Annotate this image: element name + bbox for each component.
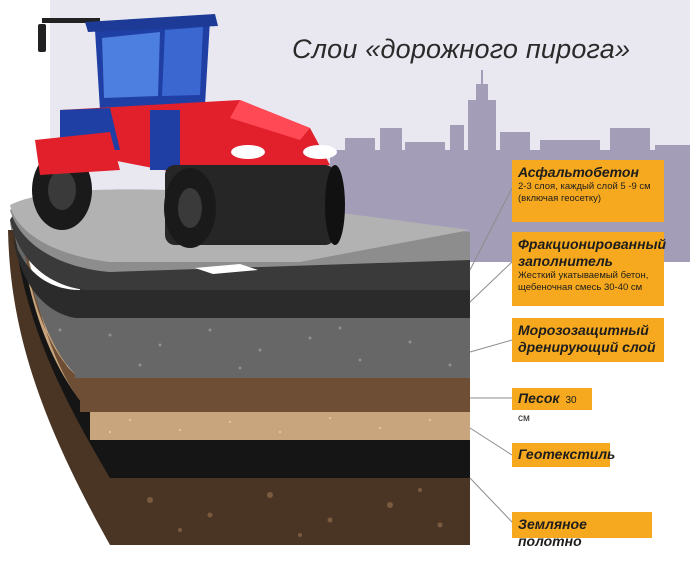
layer-label-geotextile: Геотекстиль [512,443,616,467]
leader-lines [469,187,513,523]
layer-label-subgrade: Земляное полотно [512,512,652,549]
layer-label-asphalt: Асфальтобетон 2-3 слоя, каждый слой 5 -9… [512,160,664,222]
layer-name: Земляное полотно [518,516,587,549]
layer-description: 30 см [518,395,577,424]
layer-label-drainage: Морозозащитный дренирующий слой [512,318,664,362]
layer-name: Геотекстиль [518,446,616,462]
layer-name: Морозозащитный дренирующий слой [518,322,656,355]
diagram-title: Слои «дорожного пирога» [292,34,631,64]
layer-label-aggregate: Фракционированный заполнитель Жесткий ук… [512,232,667,306]
soil-block [8,189,470,545]
layer-name: Фракционированный заполнитель [518,236,667,269]
layer-description: 2-3 слоя, каждый слой 5 -9 см (включая г… [518,181,651,204]
layer-name: Песок [518,390,560,406]
road-roller [32,14,345,248]
layer-name: Асфальтобетон [518,164,639,180]
layer-description: Жесткий укатываемый бетон, щебеночная см… [518,270,649,293]
